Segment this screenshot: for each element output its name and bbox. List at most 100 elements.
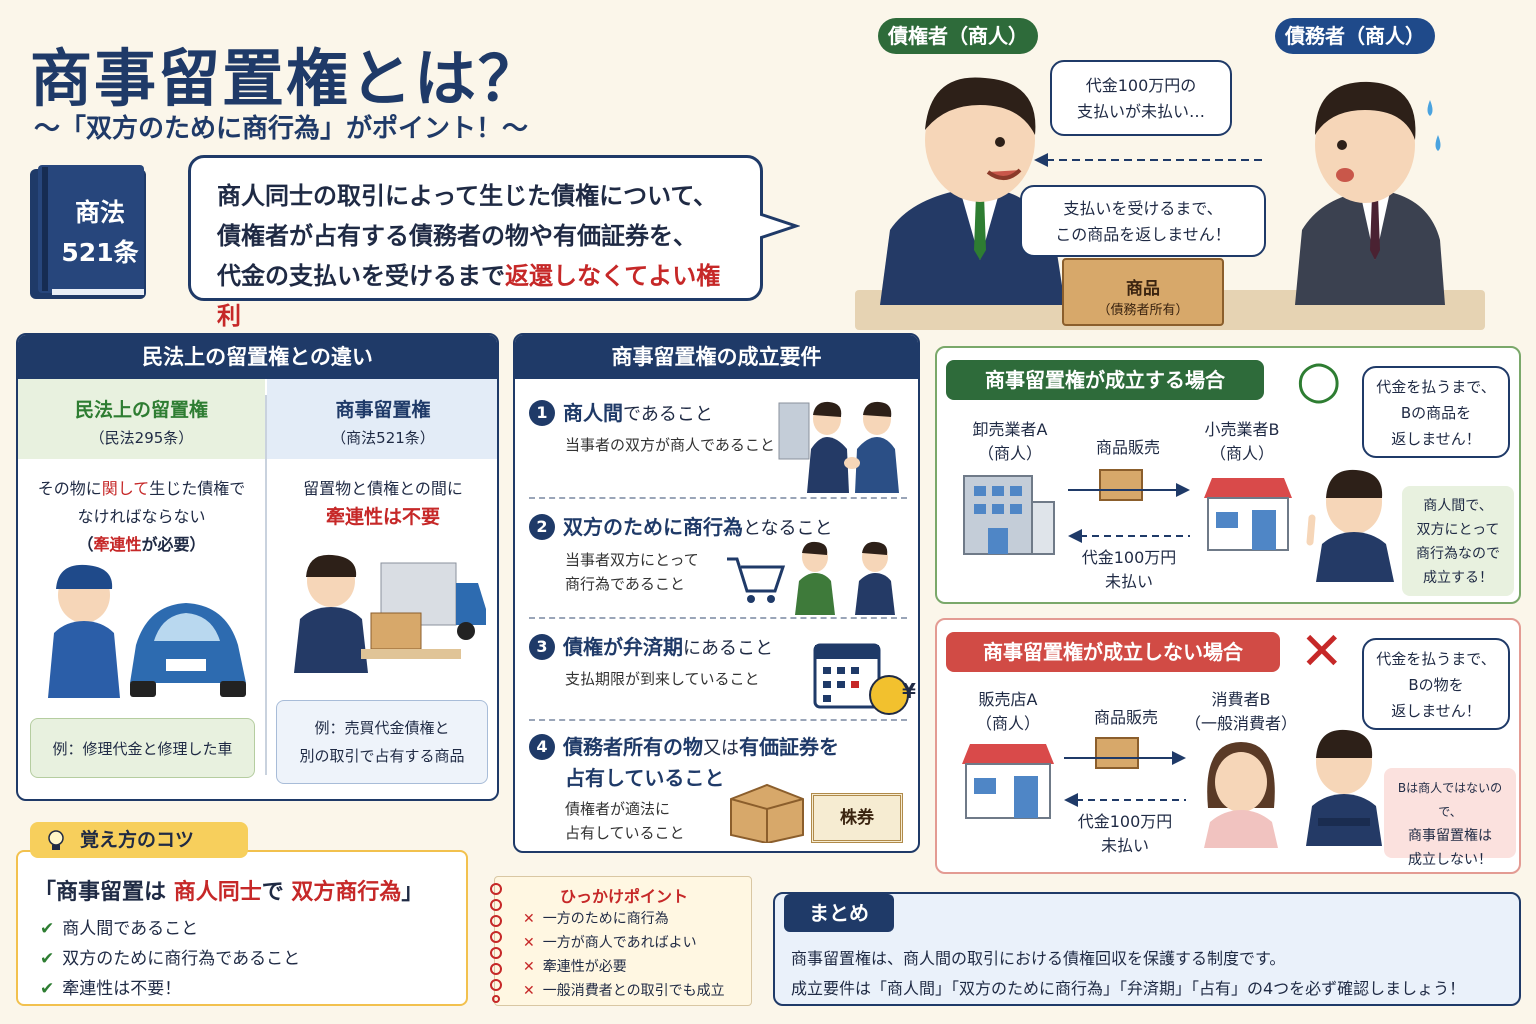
yen-icon: ¥ — [902, 679, 916, 703]
calendar-icon — [813, 643, 909, 715]
summary-line-2: 成立要件は「商人間」「双方のために商行為」「弁済期」「占有」の4つを必ず確認しま… — [791, 979, 1466, 998]
case-ok-unpaid-2: 未払い — [1104, 572, 1153, 591]
case-ok-bubble: 代金を払うまで、 Bの商品を 返しません！ — [1362, 366, 1510, 458]
hold-bubble-line-1: 支払いを受けるまで、 — [1063, 199, 1223, 218]
hold-bubble: 支払いを受けるまで、 この商品を返しません！ — [1020, 185, 1266, 257]
requirement-4-title-d: 占有していること — [565, 766, 725, 790]
mechanic-car-icon — [48, 564, 246, 698]
requirement-4-title-c: 有価証券を — [739, 735, 839, 759]
commercial-desc-1: 留置物と債権との間に — [303, 479, 463, 498]
sale-arrow-icon — [1064, 737, 1186, 769]
tips-mnemonic-e: 」 — [401, 880, 424, 905]
case-ok-sale: 商品販売 — [1095, 438, 1160, 457]
civil-desc-3a: （ — [77, 535, 94, 554]
case-ok-note-4: 成立する！ — [1423, 570, 1493, 586]
cardboard-box-icon — [730, 783, 804, 843]
requirements-panel-title: 商事留置権の成立要件 — [515, 335, 918, 379]
civil-desc-1a: その物に — [37, 479, 102, 498]
requirement-4-number: 4 — [529, 734, 555, 760]
requirement-1-title-a: 商人間 — [563, 401, 623, 425]
unpaid-arrow-icon — [1068, 529, 1190, 543]
case-ok-note-3: 商行為なので — [1416, 546, 1500, 562]
definition-line-2: 債権者が占有する債務者の物や有価証券を、 — [217, 222, 697, 250]
requirement-2-number: 2 — [529, 514, 555, 540]
civil-desc: その物に関して生じた債権で なければならない （牽連性が必要） — [18, 475, 265, 559]
cross-icon: ✕ — [523, 983, 535, 999]
difference-panel-title: 民法上の留置権との違い — [18, 335, 497, 379]
spiral-binding-icon — [490, 883, 502, 1003]
shop-icon — [962, 744, 1054, 819]
trap-item-1: 一方のために商行為 — [542, 911, 669, 927]
case-ok-seller-1: 卸売業者A — [972, 420, 1048, 439]
commercial-header-bg — [267, 379, 497, 459]
trap-item-4: 一般消費者との取引でも成立 — [542, 983, 725, 999]
case-ng-note-1: Bは商人ではないので、 — [1397, 781, 1503, 819]
case-ok-seller: 卸売業者A （商人） — [950, 418, 1070, 466]
requirement-2-sub-1: 当事者双方にとって — [565, 551, 699, 569]
case-ng-seller-2: （商人） — [975, 714, 1040, 733]
requirement-3-number: 3 — [529, 634, 555, 660]
commercial-example-1: 例：売買代金債権と — [314, 719, 450, 737]
requirement-4-sub-2: 占有していること — [565, 824, 685, 842]
trap-header: ひっかけポイント — [559, 887, 688, 906]
requirement-1-number: 1 — [529, 400, 555, 426]
consumer-woman-icon — [1204, 742, 1278, 848]
creditor-figure-icon — [880, 77, 1065, 305]
requirement-3-title-b: にあること — [683, 638, 773, 659]
debtor-figure-icon — [1295, 81, 1445, 305]
hold-bubble-line-2: この商品を返しません！ — [1055, 225, 1231, 244]
check-icon: ✔ — [40, 979, 55, 999]
requirement-1: 1 商人間であること 当事者の双方が商人であること — [529, 397, 789, 455]
case-ng-bubble-1: 代金を払うまで、 — [1376, 650, 1496, 668]
lightbulb-icon — [48, 830, 64, 850]
office-building-icon — [963, 475, 1055, 555]
unpaid-bubble-line-1: 代金100万円の — [1085, 76, 1197, 95]
case-ng-bubble-3: 返しません！ — [1391, 702, 1481, 720]
trap-item-3: 牽連性が必要 — [542, 959, 627, 975]
sale-arrow-icon — [1068, 469, 1190, 501]
requirement-4-title-a: 債務者所有の物 — [563, 735, 703, 759]
civil-header-bg — [18, 379, 265, 459]
column-divider — [265, 395, 267, 775]
ok-mark-icon: ○ — [1296, 350, 1342, 410]
cross-icon: ✕ — [523, 911, 535, 927]
case-ng-bubble-2: Bの物を — [1408, 676, 1464, 694]
tips-mnemonic-d: 双方商行為 — [291, 880, 402, 905]
civil-desc-3b: 牽連性 — [93, 535, 142, 554]
check-icon: ✔ — [40, 919, 55, 939]
commercial-example: 例：売買代金債権と 別の取引で占有する商品 — [276, 700, 488, 784]
requirement-2-title-b: となること — [743, 518, 833, 539]
civil-desc-1c: 生じた債権で — [149, 479, 246, 498]
tips-header: 覚え方のコツ — [30, 822, 248, 858]
case-ok-buyer-1: 小売業者B — [1204, 420, 1280, 439]
requirement-1-sub: 当事者の双方が商人であること — [565, 436, 775, 454]
summary-header: まとめ — [784, 894, 894, 932]
handshake-icon — [778, 401, 899, 493]
page-subtitle: ～「双方のために商行為」がポイント！～ — [34, 114, 529, 144]
case-ng-tag: 商事留置権が成立しない場合 — [946, 632, 1280, 672]
pointing-merchant-icon — [1306, 469, 1394, 582]
case-ng-buyer: 消費者B （一般消費者） — [1176, 688, 1306, 736]
case-ok-buyer-2: （商人） — [1209, 444, 1274, 463]
divider — [529, 617, 907, 619]
page-title: 商事留置権とは？ — [30, 42, 543, 115]
book-label-law: 商法 — [74, 198, 125, 227]
case-ok-unpaid: 代金100万円 未払い — [1066, 546, 1192, 594]
commercial-desc-2: 牽連性は不要 — [325, 506, 440, 528]
worried-merchant-icon — [1306, 729, 1382, 846]
summary-box: 商事留置権は、商人間の取引における債権回収を保護する制度です。 成立要件は「商人… — [773, 892, 1521, 1006]
requirement-1-title-b: であること — [623, 404, 713, 425]
trap-list: ✕一方のために商行為 ✕一方が商人であればよい ✕牽連性が必要 ✕一般消費者との… — [523, 907, 725, 1003]
trap-notepad: ひっかけポイント ✕一方のために商行為 ✕一方が商人であればよい ✕牽連性が必要… — [490, 876, 752, 1006]
difference-panel: 民法上の留置権との違い 民法上の留置権 （民法295条） その物に関して生じた債… — [16, 333, 499, 801]
civil-example: 例：修理代金と修理した車 — [30, 718, 255, 778]
trap-item-2: 一方が商人であればよい — [542, 935, 697, 951]
tips-checklist: ✔商人間であること ✔双方のために商行為であること ✔牽連性は不要！ — [40, 914, 300, 1004]
case-ok-seller-2: （商人） — [977, 444, 1042, 463]
case-ng-buyer-2: （一般消費者） — [1184, 714, 1297, 733]
shop-icon — [1204, 478, 1292, 551]
law-book: 商法 521条 — [28, 163, 148, 301]
definition-tail-icon — [760, 212, 800, 240]
